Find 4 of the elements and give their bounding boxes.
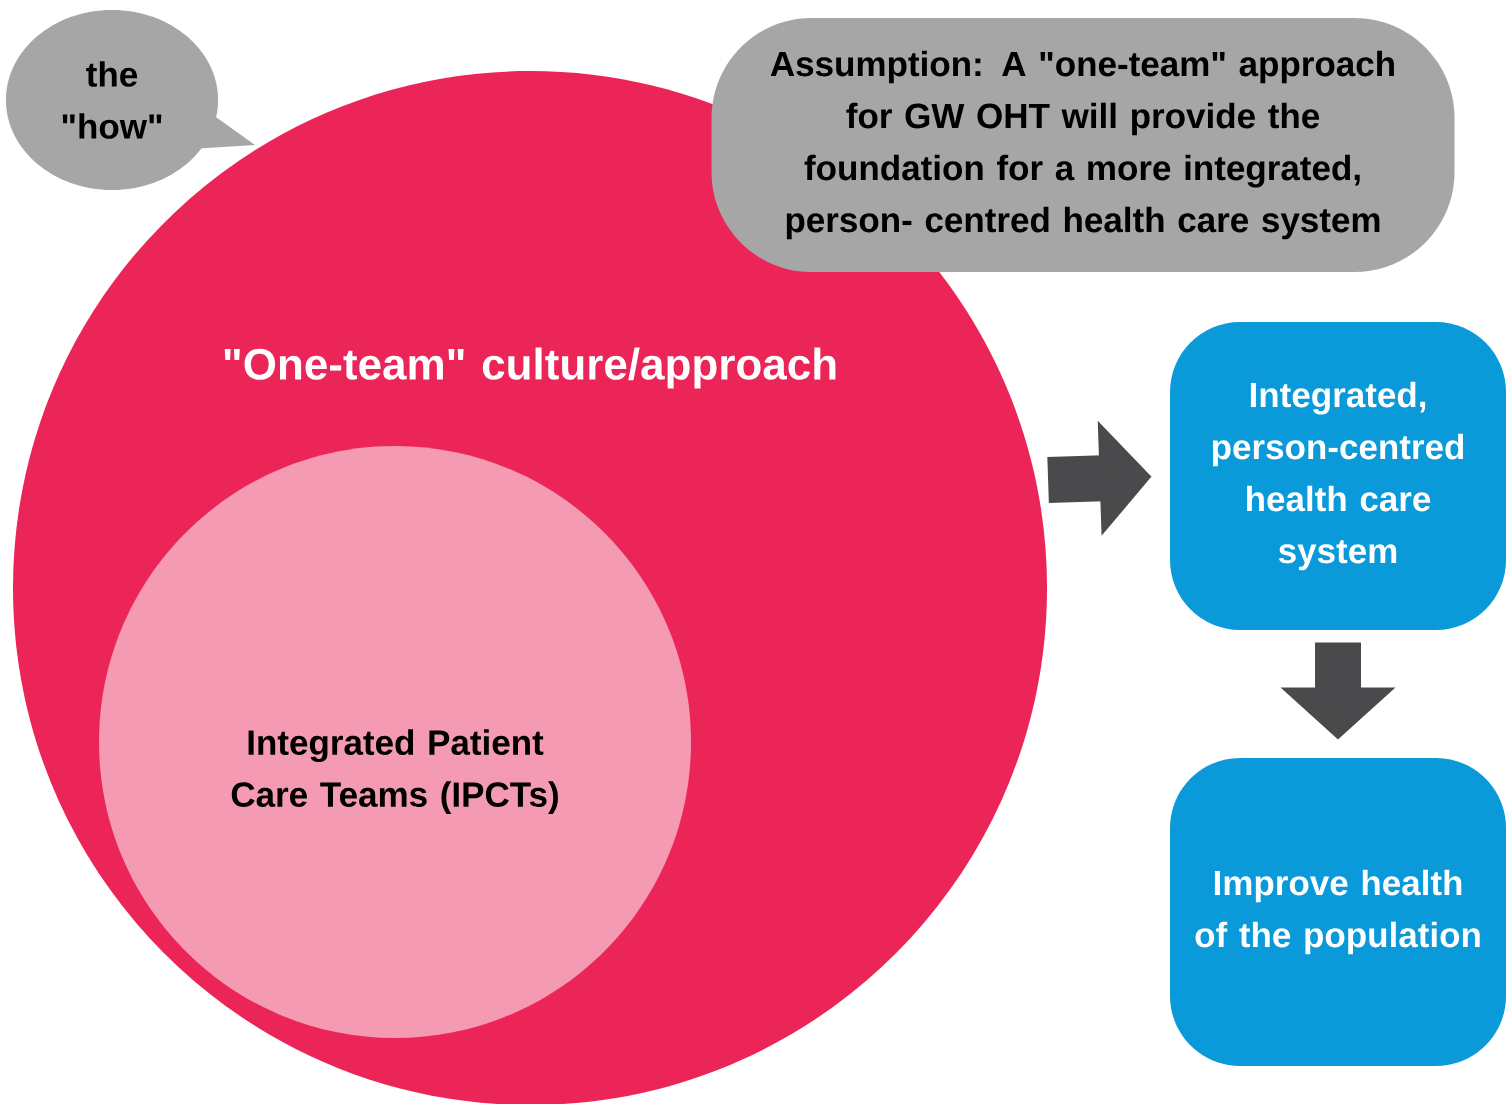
outcome-box: Integrated, person-centred health care system <box>1170 322 1506 630</box>
speech-bubble: the "how" <box>5 10 255 190</box>
assumption-bubble: Assumption: A "one-team" approach for GW OHT will provide the foundation for a more integrated, person- centred health care system <box>711 18 1455 272</box>
outcome-box: Improve health of the population <box>1170 758 1506 1066</box>
